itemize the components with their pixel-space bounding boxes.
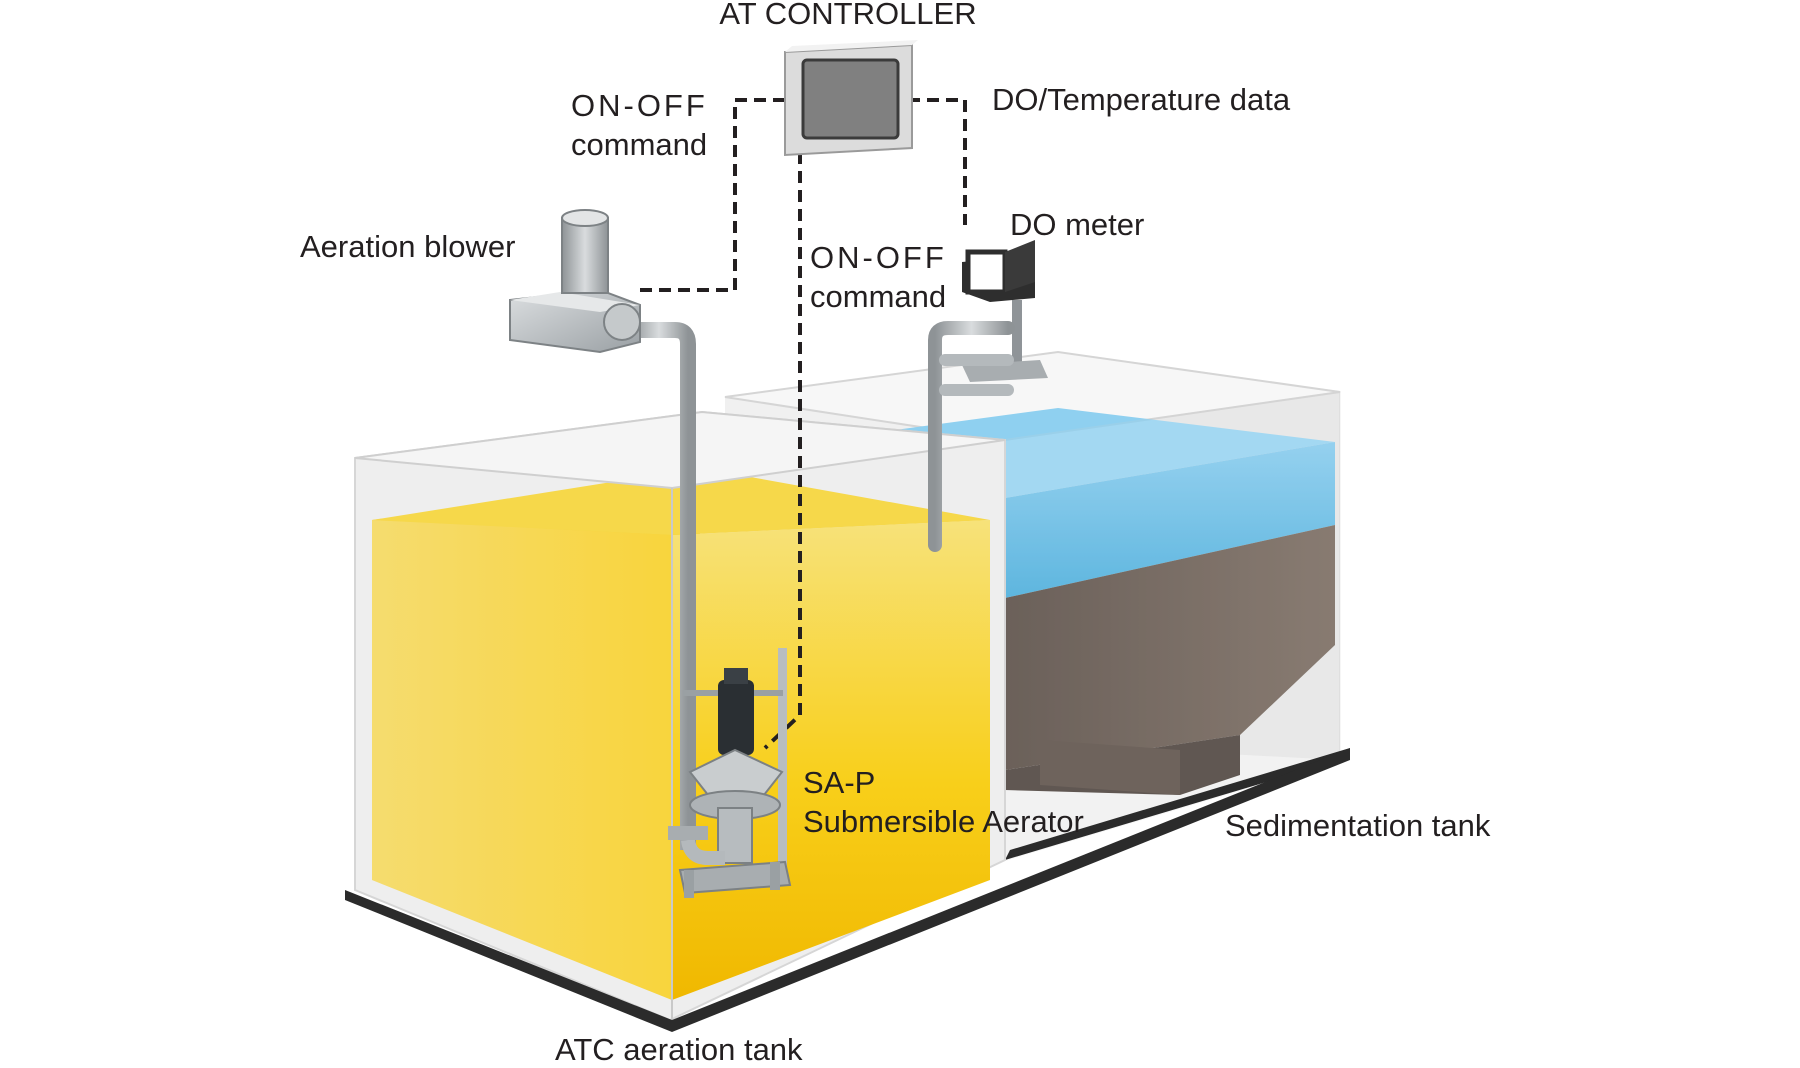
- do-data-line: [908, 98, 967, 225]
- submersible-aerator: [668, 648, 792, 898]
- aerator-command-line: [763, 152, 802, 750]
- aeration-blower-label: Aeration blower: [300, 229, 515, 264]
- at-controller: [784, 40, 918, 157]
- sludge: [1005, 525, 1335, 795]
- aeration-tank-label: ATC aeration tank: [555, 1032, 803, 1067]
- onoff-left-label-line1: ON-OFF: [571, 88, 708, 123]
- aeration-blower: [509, 209, 696, 850]
- blower-command-line: [640, 98, 790, 292]
- signal-lines: [640, 98, 967, 750]
- aerator-label-line2: Submersible Aerator: [803, 804, 1084, 839]
- do-temperature-label: DO/Temperature data: [992, 82, 1291, 117]
- do-meter-label: DO meter: [1010, 207, 1144, 242]
- onoff-mid-label-line2: command: [810, 279, 946, 314]
- do-meter: [928, 240, 1048, 552]
- sedimentation-tank-label: Sedimentation tank: [1225, 808, 1491, 843]
- onoff-mid-label-line1: ON-OFF: [810, 240, 947, 275]
- onoff-left-label-line2: command: [571, 127, 707, 162]
- controller-label: AT CONTROLLER: [719, 0, 976, 31]
- aerator-label-line1: SA-P: [803, 765, 875, 800]
- aeration-tank: [345, 410, 1350, 1032]
